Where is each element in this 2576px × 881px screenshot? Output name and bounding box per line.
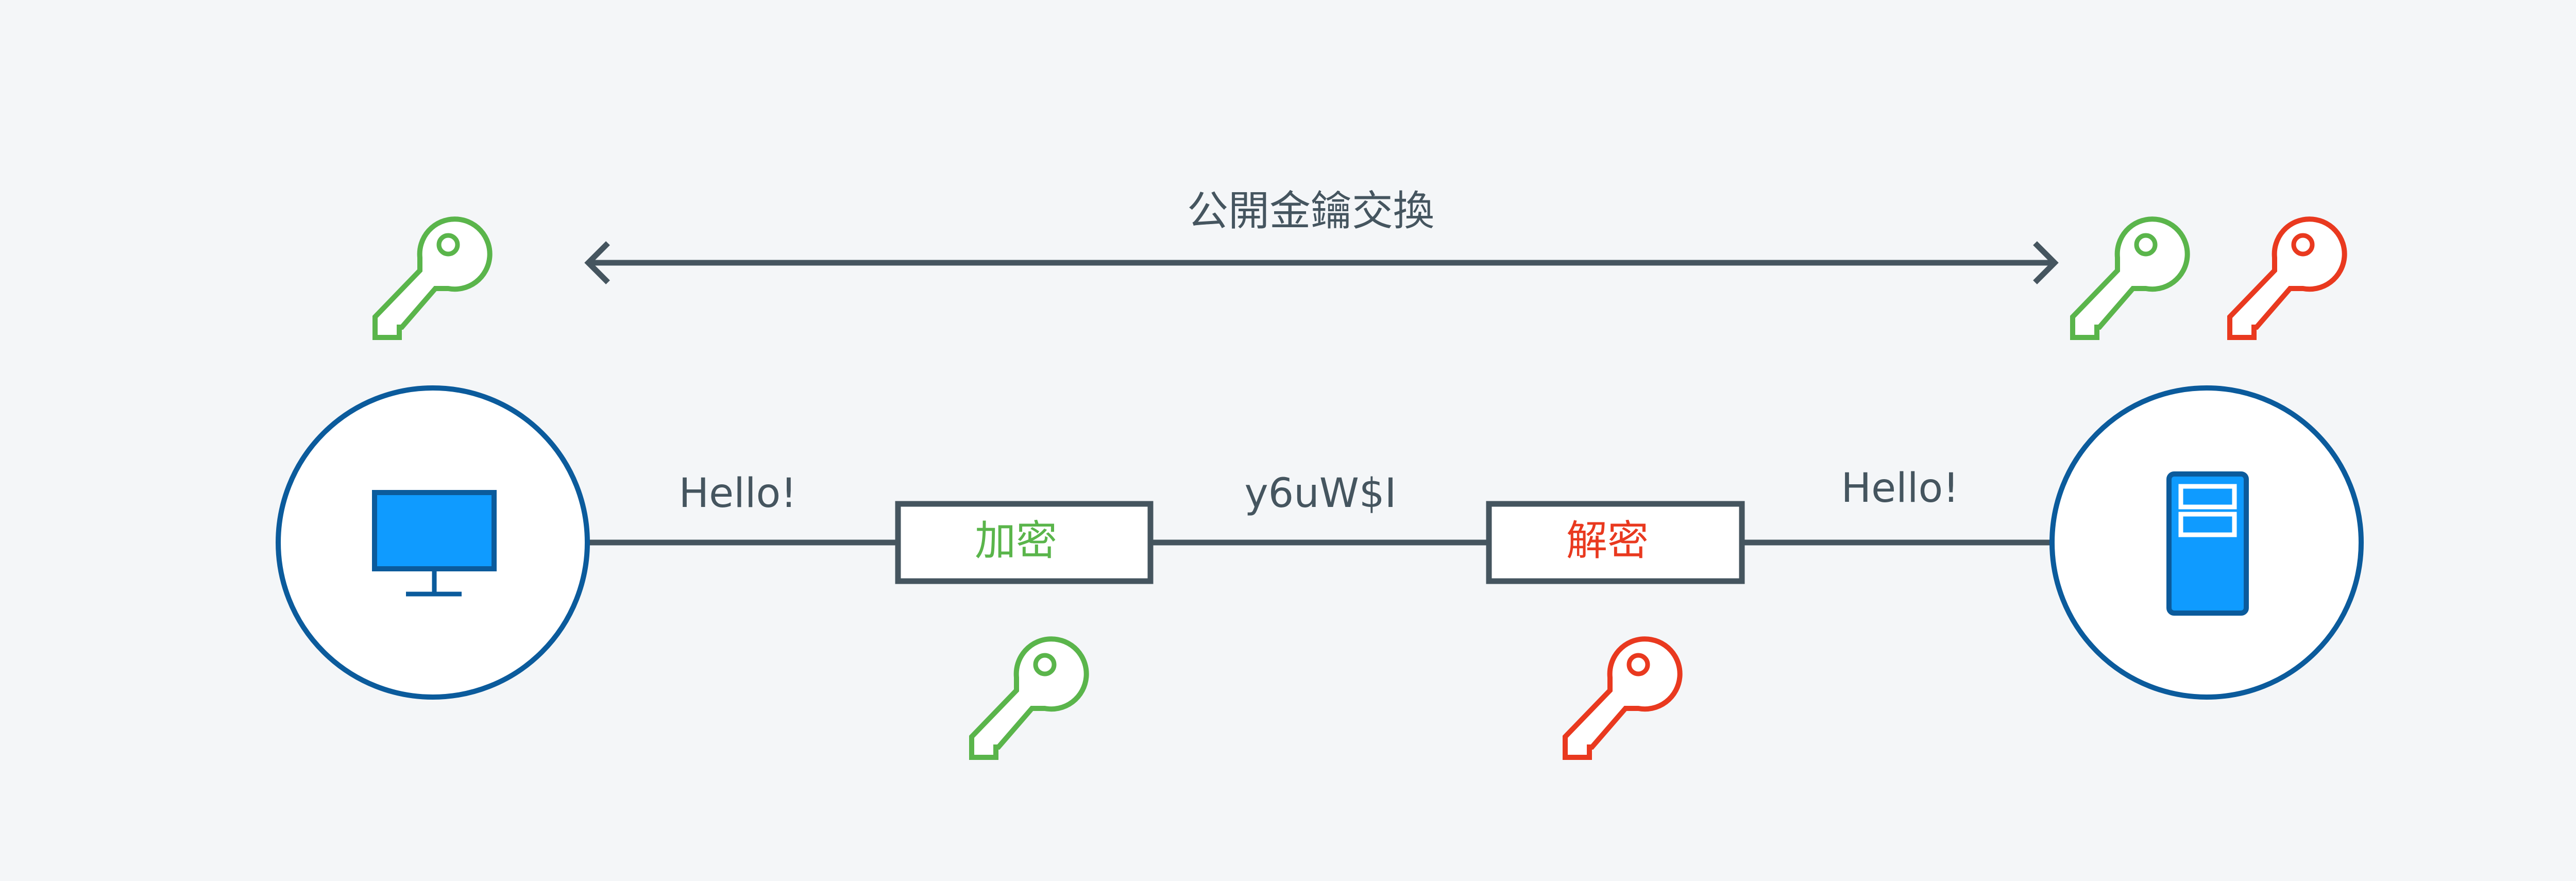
- decrypt-private-key-icon: [1565, 639, 1680, 757]
- diagram-title: 公開金鑰交換: [1187, 187, 1434, 235]
- sender-node: [276, 385, 590, 700]
- encrypt-box: [895, 501, 1154, 584]
- monitor-icon: [372, 490, 497, 597]
- receiver-private-key-icon: [2230, 219, 2345, 337]
- sender-public-key-icon: [375, 219, 490, 337]
- receiver-message: Hello!: [1841, 465, 1959, 512]
- sender-message: Hello!: [679, 470, 797, 517]
- server-icon: [2166, 471, 2249, 616]
- decrypt-box: [1486, 501, 1745, 584]
- decrypt-label: 解密: [1566, 517, 1649, 565]
- encrypt-label: 加密: [975, 517, 1057, 565]
- key-exchange-arrow: [584, 241, 2059, 284]
- ciphertext: y6uW$I: [1244, 470, 1397, 517]
- receiver-node: [2049, 385, 2364, 700]
- encrypt-public-key-icon: [972, 639, 1087, 757]
- receiver-public-key-icon: [2073, 219, 2188, 337]
